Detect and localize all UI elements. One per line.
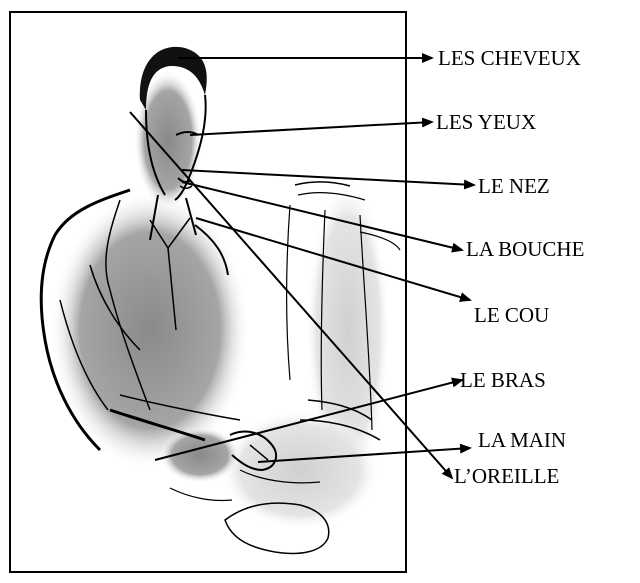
- arrow-yeux: [190, 122, 432, 135]
- label-bouche: LA BOUCHE: [466, 237, 584, 261]
- label-yeux: LES YEUX: [436, 110, 536, 134]
- label-cou: LE COU: [474, 303, 549, 327]
- man-illustration: [41, 47, 400, 554]
- label-cheveux: LES CHEVEUX: [438, 46, 581, 70]
- label-oreille: L’OREILLE: [454, 464, 559, 488]
- label-main: LA MAIN: [478, 428, 566, 452]
- label-bras: LE BRAS: [460, 368, 546, 392]
- labels: LES CHEVEUX LES YEUX LE NEZ LA BOUCHE LE…: [436, 46, 584, 488]
- label-nez: LE NEZ: [478, 174, 550, 198]
